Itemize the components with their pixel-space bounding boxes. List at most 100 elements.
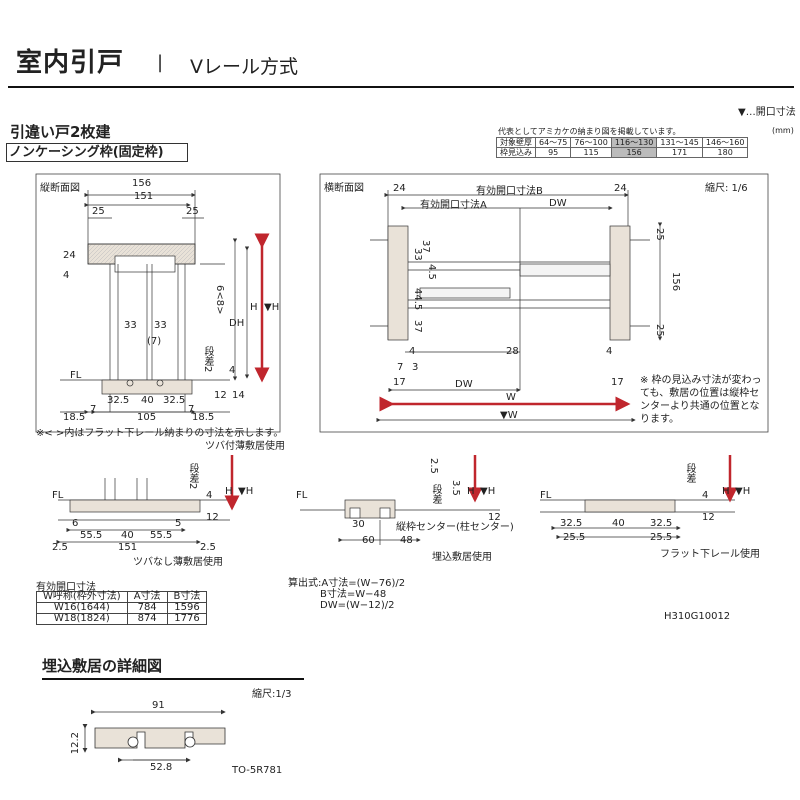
dim-7-right: 7 xyxy=(188,404,195,415)
detail-a-151: 151 xyxy=(118,542,138,553)
vertical-section-frame xyxy=(35,173,281,433)
dim-step-2: 段差2 xyxy=(202,346,213,373)
horizontal-section-note: ※ 枠の見込み寸法が変わっても、敷居の位置は縦枠センターより共通の位置となります… xyxy=(640,375,762,425)
dim-4-right: 4 xyxy=(606,346,613,357)
dim-3-h: 3 xyxy=(412,362,419,373)
dim-w: W xyxy=(506,392,516,403)
table-header: W呼称(枠外寸法) xyxy=(36,591,128,603)
table-header: A寸法 xyxy=(126,591,168,603)
formula-line-3: DW=(W−12)/2 xyxy=(320,600,395,611)
sill-detail-scale: 縮尺:1/3 xyxy=(252,689,292,700)
detail-a-4: 4 xyxy=(206,490,213,501)
dim-18-5-right: 18.5 xyxy=(192,412,215,423)
dim-7-paren: (7) xyxy=(147,336,162,347)
dim-dh: DH xyxy=(229,318,245,329)
detail-c-32-5-right: 32.5 xyxy=(650,518,673,529)
dim-24-left: 24 xyxy=(393,183,406,194)
detail-b-48: 48 xyxy=(400,535,413,546)
detail-b-30: 30 xyxy=(352,519,365,530)
formula-block: 算出式:A寸法=(W−76)/2 B寸法=W−48 DW=(W−12)/2 xyxy=(288,578,405,611)
detail-b-drawing xyxy=(300,499,500,545)
header-rule xyxy=(8,86,794,88)
detail-a-5: 5 xyxy=(175,518,182,529)
detail-c-25-5-left: 25.5 xyxy=(563,532,586,543)
detail-b-60: 60 xyxy=(362,535,375,546)
dim-18-5-left: 18.5 xyxy=(63,412,86,423)
table-cell: 180 xyxy=(701,147,749,158)
sill-dim-91: 91 xyxy=(152,700,165,711)
detail-a-h: H xyxy=(225,486,233,497)
dim-6-8: 6<8> xyxy=(214,285,225,315)
dim-33: 33 xyxy=(412,248,423,261)
sill-detail-drawing xyxy=(82,709,226,763)
formula-line-1: 算出式:A寸法=(W−76)/2 xyxy=(288,578,406,589)
table-cell: 115 xyxy=(570,147,612,158)
detail-a-caption-top: ツバ付薄敷居使用 xyxy=(205,441,285,452)
dim-32-5-right: 32.5 xyxy=(163,395,186,406)
table-cell: 1776 xyxy=(166,613,208,625)
wall-thickness-table: 対象壁厚 64～75 76～100 116～130 131～145 146～16… xyxy=(496,137,749,158)
detail-b-h-open: ▼H xyxy=(480,486,496,497)
detail-b-center-label: 縦枠センター(柱センター) xyxy=(396,522,514,533)
detail-a-55-5-right: 55.5 xyxy=(150,530,173,541)
product-code: H310G10012 xyxy=(664,611,731,622)
horizontal-scale: 縮尺: 1/6 xyxy=(705,183,748,194)
detail-c-12: 12 xyxy=(702,512,715,523)
vertical-section-note: ※< >内はフラット下レール納まりの寸法を示します。 xyxy=(36,428,284,439)
dim-156-right: 156 xyxy=(670,272,681,292)
horizontal-section-label: 横断面図 xyxy=(324,183,364,194)
vertical-section-drawing xyxy=(60,190,250,415)
detail-a-2-5-left: 2.5 xyxy=(52,542,68,553)
detail-b-h: H xyxy=(467,486,475,497)
detail-a-6: 6 xyxy=(72,518,79,529)
detail-a-12: 12 xyxy=(206,512,219,523)
table-cell: 784 xyxy=(126,602,168,614)
table-cell: W16(1644) xyxy=(36,602,128,614)
detail-c-fl: FL xyxy=(540,490,552,501)
fl-label: FL xyxy=(70,370,82,381)
detail-a-caption-bottom: ツバなし薄敷居使用 xyxy=(133,557,223,568)
detail-c-drawing xyxy=(540,499,735,540)
page-title: 室内引戸 xyxy=(16,48,125,78)
detail-c-step: 段差 xyxy=(684,463,695,483)
detail-a-fl: FL xyxy=(52,490,64,501)
table-cell: W18(1824) xyxy=(36,613,128,625)
detail-a-55-5-left: 55.5 xyxy=(80,530,103,541)
section-title: 引違い戸2枚建 xyxy=(10,123,111,141)
detail-b-3-5: 3.5 xyxy=(450,480,461,496)
dim-h-open: ▼H xyxy=(264,302,280,313)
detail-c-4: 4 xyxy=(702,490,709,501)
title-separator: | xyxy=(157,52,164,73)
table-row: W呼称(枠外寸法) A寸法 B寸法 xyxy=(36,591,208,603)
dim-105: 105 xyxy=(137,412,157,423)
dim-4-5: 4.5 xyxy=(426,264,437,280)
dim-14: 14 xyxy=(232,390,245,401)
detail-c-caption: フラット下レール使用 xyxy=(660,549,760,560)
detail-a-step: 段差2 xyxy=(187,463,198,490)
dim-25-bottom: 25 xyxy=(654,324,665,337)
detail-a-2-5-right: 2.5 xyxy=(200,542,216,553)
dim-4b: 4 xyxy=(229,365,236,376)
sill-dim-12-2: 12.2 xyxy=(70,732,81,755)
table-header: B寸法 xyxy=(166,591,208,603)
dim-7-h: 7 xyxy=(397,362,404,373)
horizontal-section-frame xyxy=(319,173,769,433)
dim-44-5: 44.5 xyxy=(412,288,423,311)
opening-table: W呼称(枠外寸法) A寸法 B寸法 W16(1644) 784 1596 W18… xyxy=(36,591,208,625)
table-row: 枠見込み 95 115 156 171 180 xyxy=(496,147,749,158)
dim-4: 4 xyxy=(63,270,70,281)
detail-a-drawing xyxy=(56,478,230,545)
dim-32-5-left: 32.5 xyxy=(107,395,130,406)
table-cell: 874 xyxy=(126,613,168,625)
sill-detail-rule xyxy=(42,678,304,680)
dim-dw-top: DW xyxy=(549,198,567,209)
detail-b-caption: 埋込敷居使用 xyxy=(432,552,492,563)
dim-w-open: ▼W xyxy=(500,410,518,421)
detail-c-32-5-left: 32.5 xyxy=(560,518,583,529)
dim-28: 28 xyxy=(506,346,519,357)
dim-37-top: 37 xyxy=(420,240,431,253)
frame-type-box: ノンケーシング枠(固定枠) xyxy=(6,143,188,162)
formula-line-2: B寸法=W−48 xyxy=(320,589,387,600)
effective-opening-b: 有効開口寸法B xyxy=(476,186,543,197)
